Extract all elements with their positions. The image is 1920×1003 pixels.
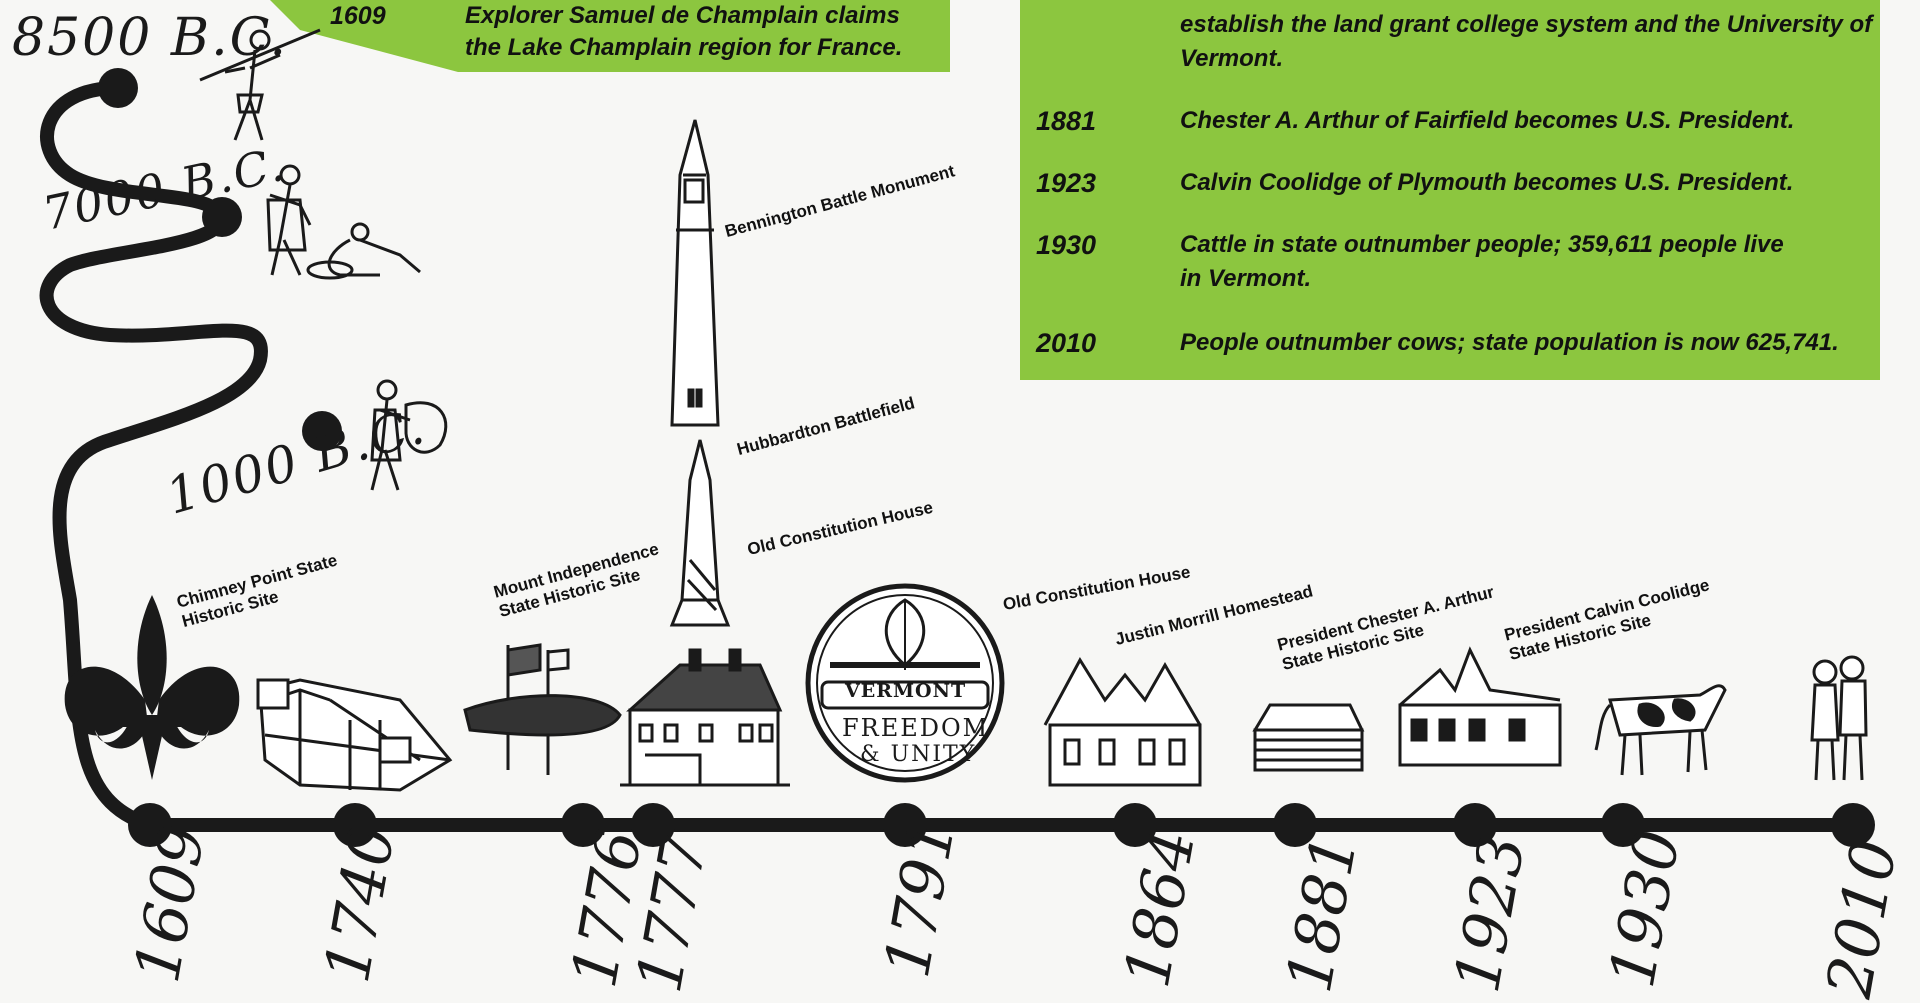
event-year: 1930 <box>1036 230 1097 260</box>
event-year: 1881 <box>1036 106 1097 136</box>
events-panel: establish the land grant college system … <box>1020 0 1880 380</box>
event-text-partial: establish the land grant college system … <box>1180 11 1873 72</box>
fleur-de-lis-icon <box>64 595 240 780</box>
seal-text-freedom: FREEDOM <box>842 714 990 742</box>
node-8500bc <box>98 68 138 108</box>
node-1777 <box>631 803 675 847</box>
hunter-figure <box>199 28 321 141</box>
event-text: Calvin Coolidge of Plymouth becomes U.S.… <box>1180 169 1794 196</box>
coolidge-house-icon <box>1398 646 1562 767</box>
vermont-seal-icon <box>805 583 1005 783</box>
node-1881 <box>1273 803 1317 847</box>
gatherers-figure <box>266 164 421 280</box>
old-constitution-house-icon <box>620 648 790 787</box>
node-1923 <box>1453 803 1497 847</box>
cow-icon <box>1594 684 1727 776</box>
timeline-nodes <box>128 803 1875 847</box>
node-1791 <box>883 803 927 847</box>
node-1930 <box>1601 803 1645 847</box>
callout-entry: 1609 Explorer Samuel de Champlain claims… <box>330 0 940 61</box>
callout-year: 1609 <box>330 2 386 30</box>
seal-text-unity: & UNITY <box>860 742 977 767</box>
node-1864 <box>1113 803 1157 847</box>
timeline-drawing <box>39 28 1875 847</box>
node-1740 <box>333 803 377 847</box>
node-7000bc <box>202 197 242 237</box>
node-1609 <box>128 803 172 847</box>
node-1776 <box>561 803 605 847</box>
mount-independence-icon <box>463 643 622 775</box>
justin-morrill-homestead-icon <box>1043 657 1202 787</box>
node-2010 <box>1831 803 1875 847</box>
event-text: Cattle in state outnumber people; 359,61… <box>1180 231 1784 292</box>
vermont-history-timeline: 1609 Explorer Samuel de Champlain claims… <box>12 0 1911 1003</box>
event-year: 2010 <box>1036 328 1097 358</box>
modern-couple-icon <box>1810 655 1868 781</box>
event-text: People outnumber cows; state population … <box>1180 329 1839 356</box>
era-8500bc-label: 8500 B.C. <box>12 8 289 68</box>
event-year: 1923 <box>1036 168 1097 198</box>
potter-figure <box>370 379 448 491</box>
chimney-point-fort-icon <box>256 678 453 792</box>
bennington-monument-icon <box>670 119 720 427</box>
hubbardton-obelisk-icon <box>669 439 731 627</box>
arthur-cabin-icon <box>1252 703 1365 772</box>
callout-text: Explorer Samuel de Champlain claims the … <box>465 0 935 64</box>
callout-line-1: Explorer Samuel de Champlain claims <box>465 2 900 29</box>
event-text: Chester A. Arthur of Fairfield becomes U… <box>1180 107 1795 134</box>
seal-text-vermont: VERMONT <box>845 680 967 702</box>
node-1000bc <box>302 411 342 451</box>
callout-line-2: the Lake Champlain region for France. <box>465 34 903 61</box>
prehistory-path <box>39 81 268 832</box>
